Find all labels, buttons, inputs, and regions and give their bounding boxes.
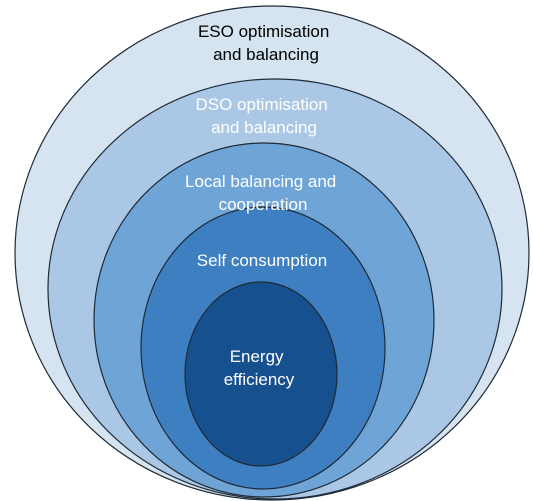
ring-label-line: and balancing bbox=[211, 118, 317, 137]
ring-label-energy-efficiency: Energy efficiency bbox=[224, 347, 295, 389]
ring-label-eso: ESO optimisation and balancing bbox=[198, 22, 334, 64]
ring-label-line: cooperation bbox=[219, 195, 308, 214]
ring-label-line: Energy bbox=[230, 347, 284, 366]
ring-label-dso: DSO optimisation and balancing bbox=[195, 95, 332, 137]
ring-label-line: efficiency bbox=[224, 370, 295, 389]
ring-label-line: Local balancing and bbox=[185, 172, 336, 191]
ring-label-line: ESO optimisation bbox=[198, 22, 329, 41]
ring-energy-efficiency bbox=[184, 281, 338, 467]
ring-label-local-balancing: Local balancing and cooperation bbox=[185, 172, 341, 214]
ring-label-line: DSO optimisation bbox=[195, 95, 327, 114]
ring-label-self-consumption: Self consumption bbox=[197, 251, 327, 270]
ring-label-line: and balancing bbox=[213, 45, 319, 64]
ring-label-line: Self consumption bbox=[197, 251, 327, 270]
